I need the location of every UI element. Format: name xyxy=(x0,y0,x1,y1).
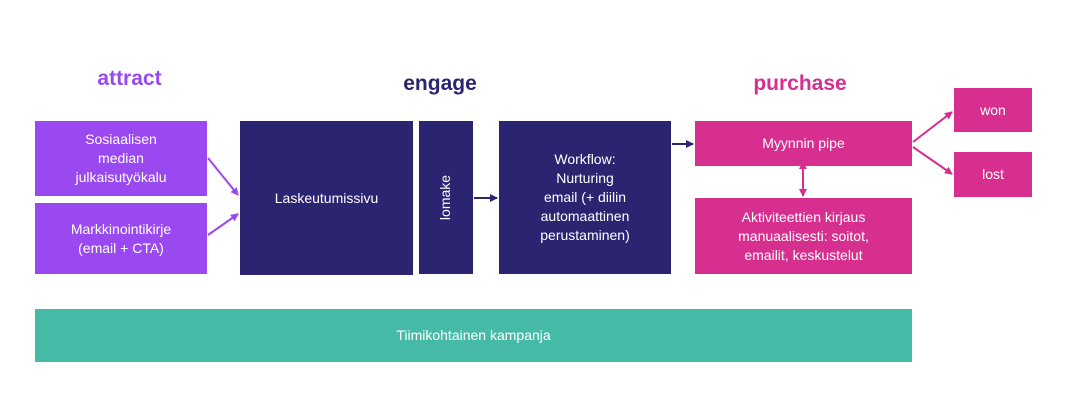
workflow-box: Workflow: Nurturing email (+ diilin auto… xyxy=(499,121,671,274)
newsletter-box: Markkinointikirje (email + CTA) xyxy=(35,203,207,274)
attract-heading: attract xyxy=(97,67,162,90)
social-media-tool-box: Sosiaalisen median julkaisutyökalu xyxy=(35,121,207,196)
lost-box: lost xyxy=(954,152,1032,197)
arrow-newsletter-to-landing xyxy=(207,213,239,236)
landing-page-box: Laskeutumissivu xyxy=(240,121,413,275)
activity-logging-box: Aktiviteettien kirjaus manuaalisesti: so… xyxy=(695,198,912,274)
purchase-heading: purchase xyxy=(753,72,847,95)
won-box: won xyxy=(954,88,1032,132)
arrow-social-to-landing xyxy=(207,157,239,196)
arrow-pipe-to-lost xyxy=(912,146,953,175)
arrow-pipe-to-won xyxy=(912,111,953,143)
engage-heading: engage xyxy=(403,72,477,95)
form-box: lomake xyxy=(419,121,473,274)
sales-pipe-box: Myynnin pipe xyxy=(695,121,912,166)
team-campaign-bar: Tiimikohtainen kampanja xyxy=(35,309,912,362)
